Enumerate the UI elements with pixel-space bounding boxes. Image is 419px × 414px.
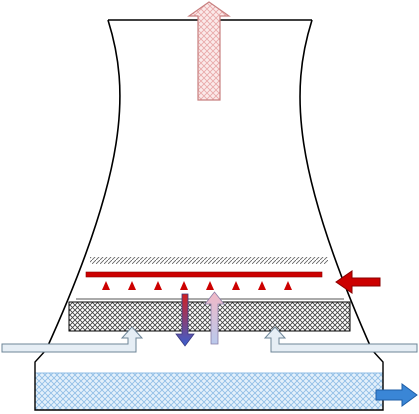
cold-water-outlet-arrow-icon [375, 383, 418, 407]
air-inlet-right-arrow-icon [263, 326, 418, 353]
spray-nozzle [284, 281, 292, 290]
spray-nozzle [154, 281, 162, 290]
basin-water [34, 372, 384, 411]
hot-water-header [85, 271, 323, 278]
air-inlet-left-arrow-icon [1, 326, 144, 353]
spray-nozzle [180, 281, 188, 290]
fill-pack [68, 301, 351, 332]
spray-nozzle [258, 281, 266, 290]
falling-water-arrow-icon [175, 293, 195, 347]
hot-water-inlet-arrow-icon [335, 270, 381, 294]
tower-shell-right [299, 19, 373, 351]
spray-nozzle [128, 281, 136, 290]
rising-air-arrow-icon [204, 291, 225, 345]
spray-nozzles [102, 281, 292, 290]
exhaust-up-arrow-icon [187, 1, 231, 101]
spray-nozzle [206, 281, 214, 290]
spray-nozzle [102, 281, 110, 290]
tower-shell-left [45, 19, 121, 351]
drift-eliminator [90, 257, 328, 264]
basin-outline [34, 349, 384, 411]
spray-nozzle [232, 281, 240, 290]
